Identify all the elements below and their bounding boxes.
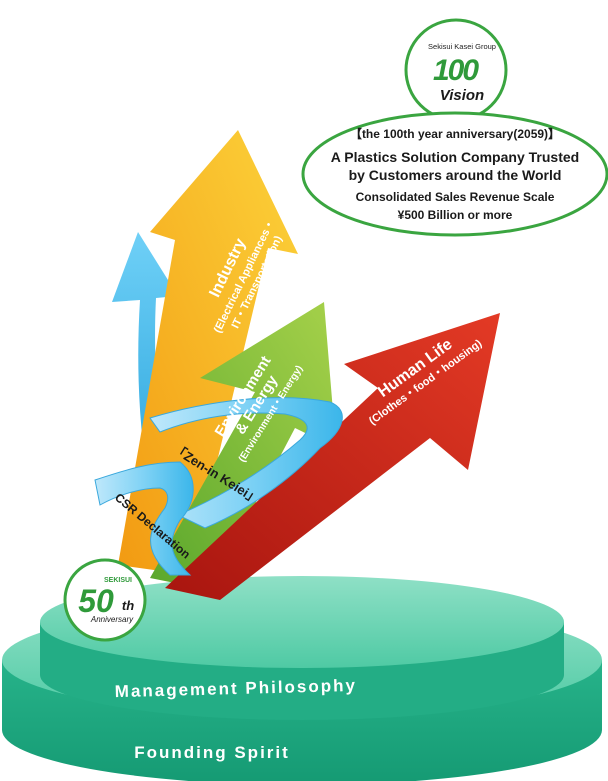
- vision-bubble-line5: ¥500 Billion or more: [398, 208, 513, 222]
- ribbon-band: [94, 397, 343, 576]
- vision-bubble: 【the 100th year anniversary(2059)】 A Pla…: [301, 111, 608, 237]
- anniversary-brand: SEKISUI: [104, 577, 132, 584]
- anniversary-logo: SEKISUI 50 th Anniversary: [63, 558, 147, 642]
- vision-bubble-line3: by Customers around the World: [349, 167, 562, 183]
- pedestal-lower-label: Founding Spirit: [134, 743, 290, 762]
- vision-bubble-line4: Consolidated Sales Revenue Scale: [356, 190, 555, 204]
- vision-word: Vision: [440, 87, 484, 104]
- vision-bubble-line2: A Plastics Solution Company Trusted: [331, 149, 579, 165]
- vision-logo: Sekisui Kasei Group 100 Vision: [404, 18, 508, 122]
- pedestal-upper-tier: [40, 576, 564, 720]
- human-life-arrow: [165, 313, 500, 600]
- anniversary-suffix: th: [122, 598, 134, 613]
- vision-number: 100: [433, 54, 479, 87]
- anniversary-number: 50: [78, 583, 114, 619]
- anniversary-word: Anniversary: [90, 615, 134, 624]
- vision-bubble-line1: 【the 100th year anniversary(2059)】: [350, 126, 560, 141]
- vision-group-label: Sekisui Kasei Group: [428, 42, 496, 51]
